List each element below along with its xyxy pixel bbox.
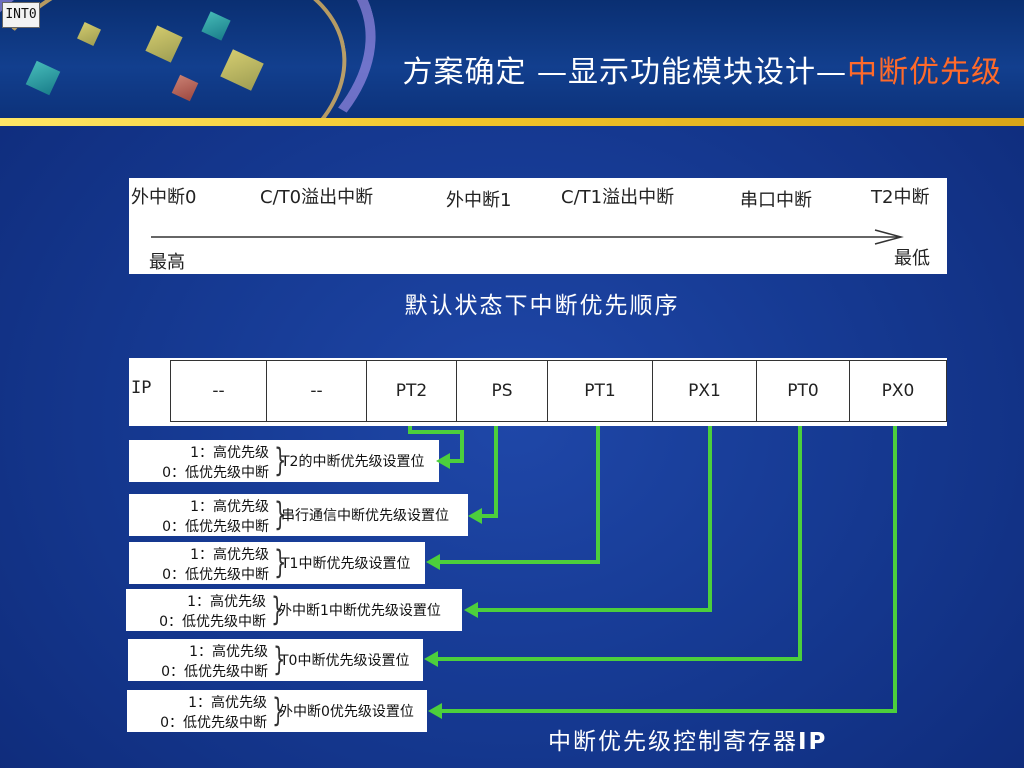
brace-icon: } [274,543,287,581]
ip-bit-px1: PX1 [653,361,757,421]
ip-register-caption: 中断优先级控制寄存器IP [548,722,827,756]
description-text: T1中断优先级设置位 [281,556,411,572]
px0-connector [438,426,897,713]
order-item: T2中断 [871,187,930,208]
default-order-panel: 外中断0 C/T0溢出中断 外中断1 C/T1溢出中断 串口中断 T2中断 最高… [129,178,947,274]
arrowhead-icon [426,554,440,570]
ip-caption-bold: IP [798,729,828,755]
ip-bit-ps: PS [457,361,548,421]
arrowhead-icon [464,602,478,618]
description-text: T0中断优先级设置位 [280,653,410,669]
high-priority-label: 1：高优先级 [190,499,269,515]
ps-connector [478,426,498,518]
highest-label: 最高 [149,252,185,273]
low-priority-label: 0：低优先级中断 [160,715,267,731]
high-priority-label: 1：高优先级 [190,445,269,461]
lowest-label: 最低 [894,248,930,269]
ip-bit-pt1: PT1 [548,361,653,421]
px0-description: 1：高优先级 0：低优先级中断 } 外中断0优先级设置位 [127,690,427,732]
pt0-connector [434,426,802,661]
high-priority-label: 1：高优先级 [190,547,269,563]
low-priority-label: 0：低优先级中断 [159,614,266,630]
order-item: 外中断0 [131,187,197,208]
connector-lines [408,426,897,713]
brace-icon: } [274,441,287,479]
high-priority-label: 1：高优先级 [188,695,267,711]
order-item: C/T0溢出中断 [260,187,374,208]
title-main: 方案确定 —显示功能模块设计— [402,55,847,90]
brace-icon: } [273,640,286,678]
arrowhead-icon [436,453,450,469]
ip-register-table: -- -- PT2 PS PT1 PX1 PT0 PX0 [170,360,947,422]
int0-label: INT0 [2,2,40,28]
pt2-connector [408,426,464,463]
description-text: 外中断0优先级设置位 [279,704,414,720]
px1-connector [474,426,712,612]
order-item: C/T1溢出中断 [561,187,675,208]
pt1-description: 1：高优先级 0：低优先级中断 } T1中断优先级设置位 [129,542,425,584]
arrowhead-icon [428,703,442,719]
order-item: 串口中断 [740,190,812,211]
ip-bit-6: -- [267,361,367,421]
title-highlight: 中断优先级 [847,55,1002,90]
arrowhead-icon [424,651,438,667]
pt1-connector [436,426,600,564]
header-accent-bar [0,118,1024,126]
ip-register-panel: IP -- -- PT2 PS PT1 PX1 PT0 PX0 [129,358,947,426]
ip-bit-px0: PX0 [881,381,915,401]
pt2-description: 1：高优先级 0：低优先级中断 } T2的中断优先级设置位 [129,440,439,482]
low-priority-label: 0：低优先级中断 [162,519,269,535]
order-item: 外中断1 [446,190,512,211]
low-priority-label: 0：低优先级中断 [162,465,269,481]
brace-icon: } [271,590,284,628]
description-text: 串行通信中断优先级设置位 [281,508,449,524]
ip-label: IP [131,378,152,398]
high-priority-label: 1：高优先级 [187,594,266,610]
page-title: 方案确定 —显示功能模块设计—中断优先级 [402,50,1002,96]
ip-bit-pt2: PT2 [367,361,457,421]
pt0-description: 1：高优先级 0：低优先级中断 } T0中断优先级设置位 [128,639,423,681]
ps-description: 1：高优先级 0：低优先级中断 } 串行通信中断优先级设置位 [129,494,468,536]
priority-arrow [151,229,904,245]
low-priority-label: 0：低优先级中断 [161,664,268,680]
ip-bit-7: -- [171,361,267,421]
high-priority-label: 1：高优先级 [189,644,268,660]
description-text: 外中断1中断优先级设置位 [278,603,441,619]
low-priority-label: 0：低优先级中断 [162,567,269,583]
header-banner: INT0 方案确定 —显示功能模块设计—中断优先级 [0,0,1024,122]
ip-caption-text: 中断优先级控制寄存器 [548,729,798,755]
brace-icon: } [274,495,287,533]
arrowhead-icon [468,508,482,524]
ip-bit-pt0: PT0 [757,361,850,421]
px1-description: 1：高优先级 0：低优先级中断 } 外中断1中断优先级设置位 [126,589,462,631]
connector-arrowheads [424,453,482,719]
default-order-caption: 默认状态下中断优先顺序 [404,293,680,319]
description-text: T2的中断优先级设置位 [281,454,425,470]
brace-icon: } [272,691,285,729]
